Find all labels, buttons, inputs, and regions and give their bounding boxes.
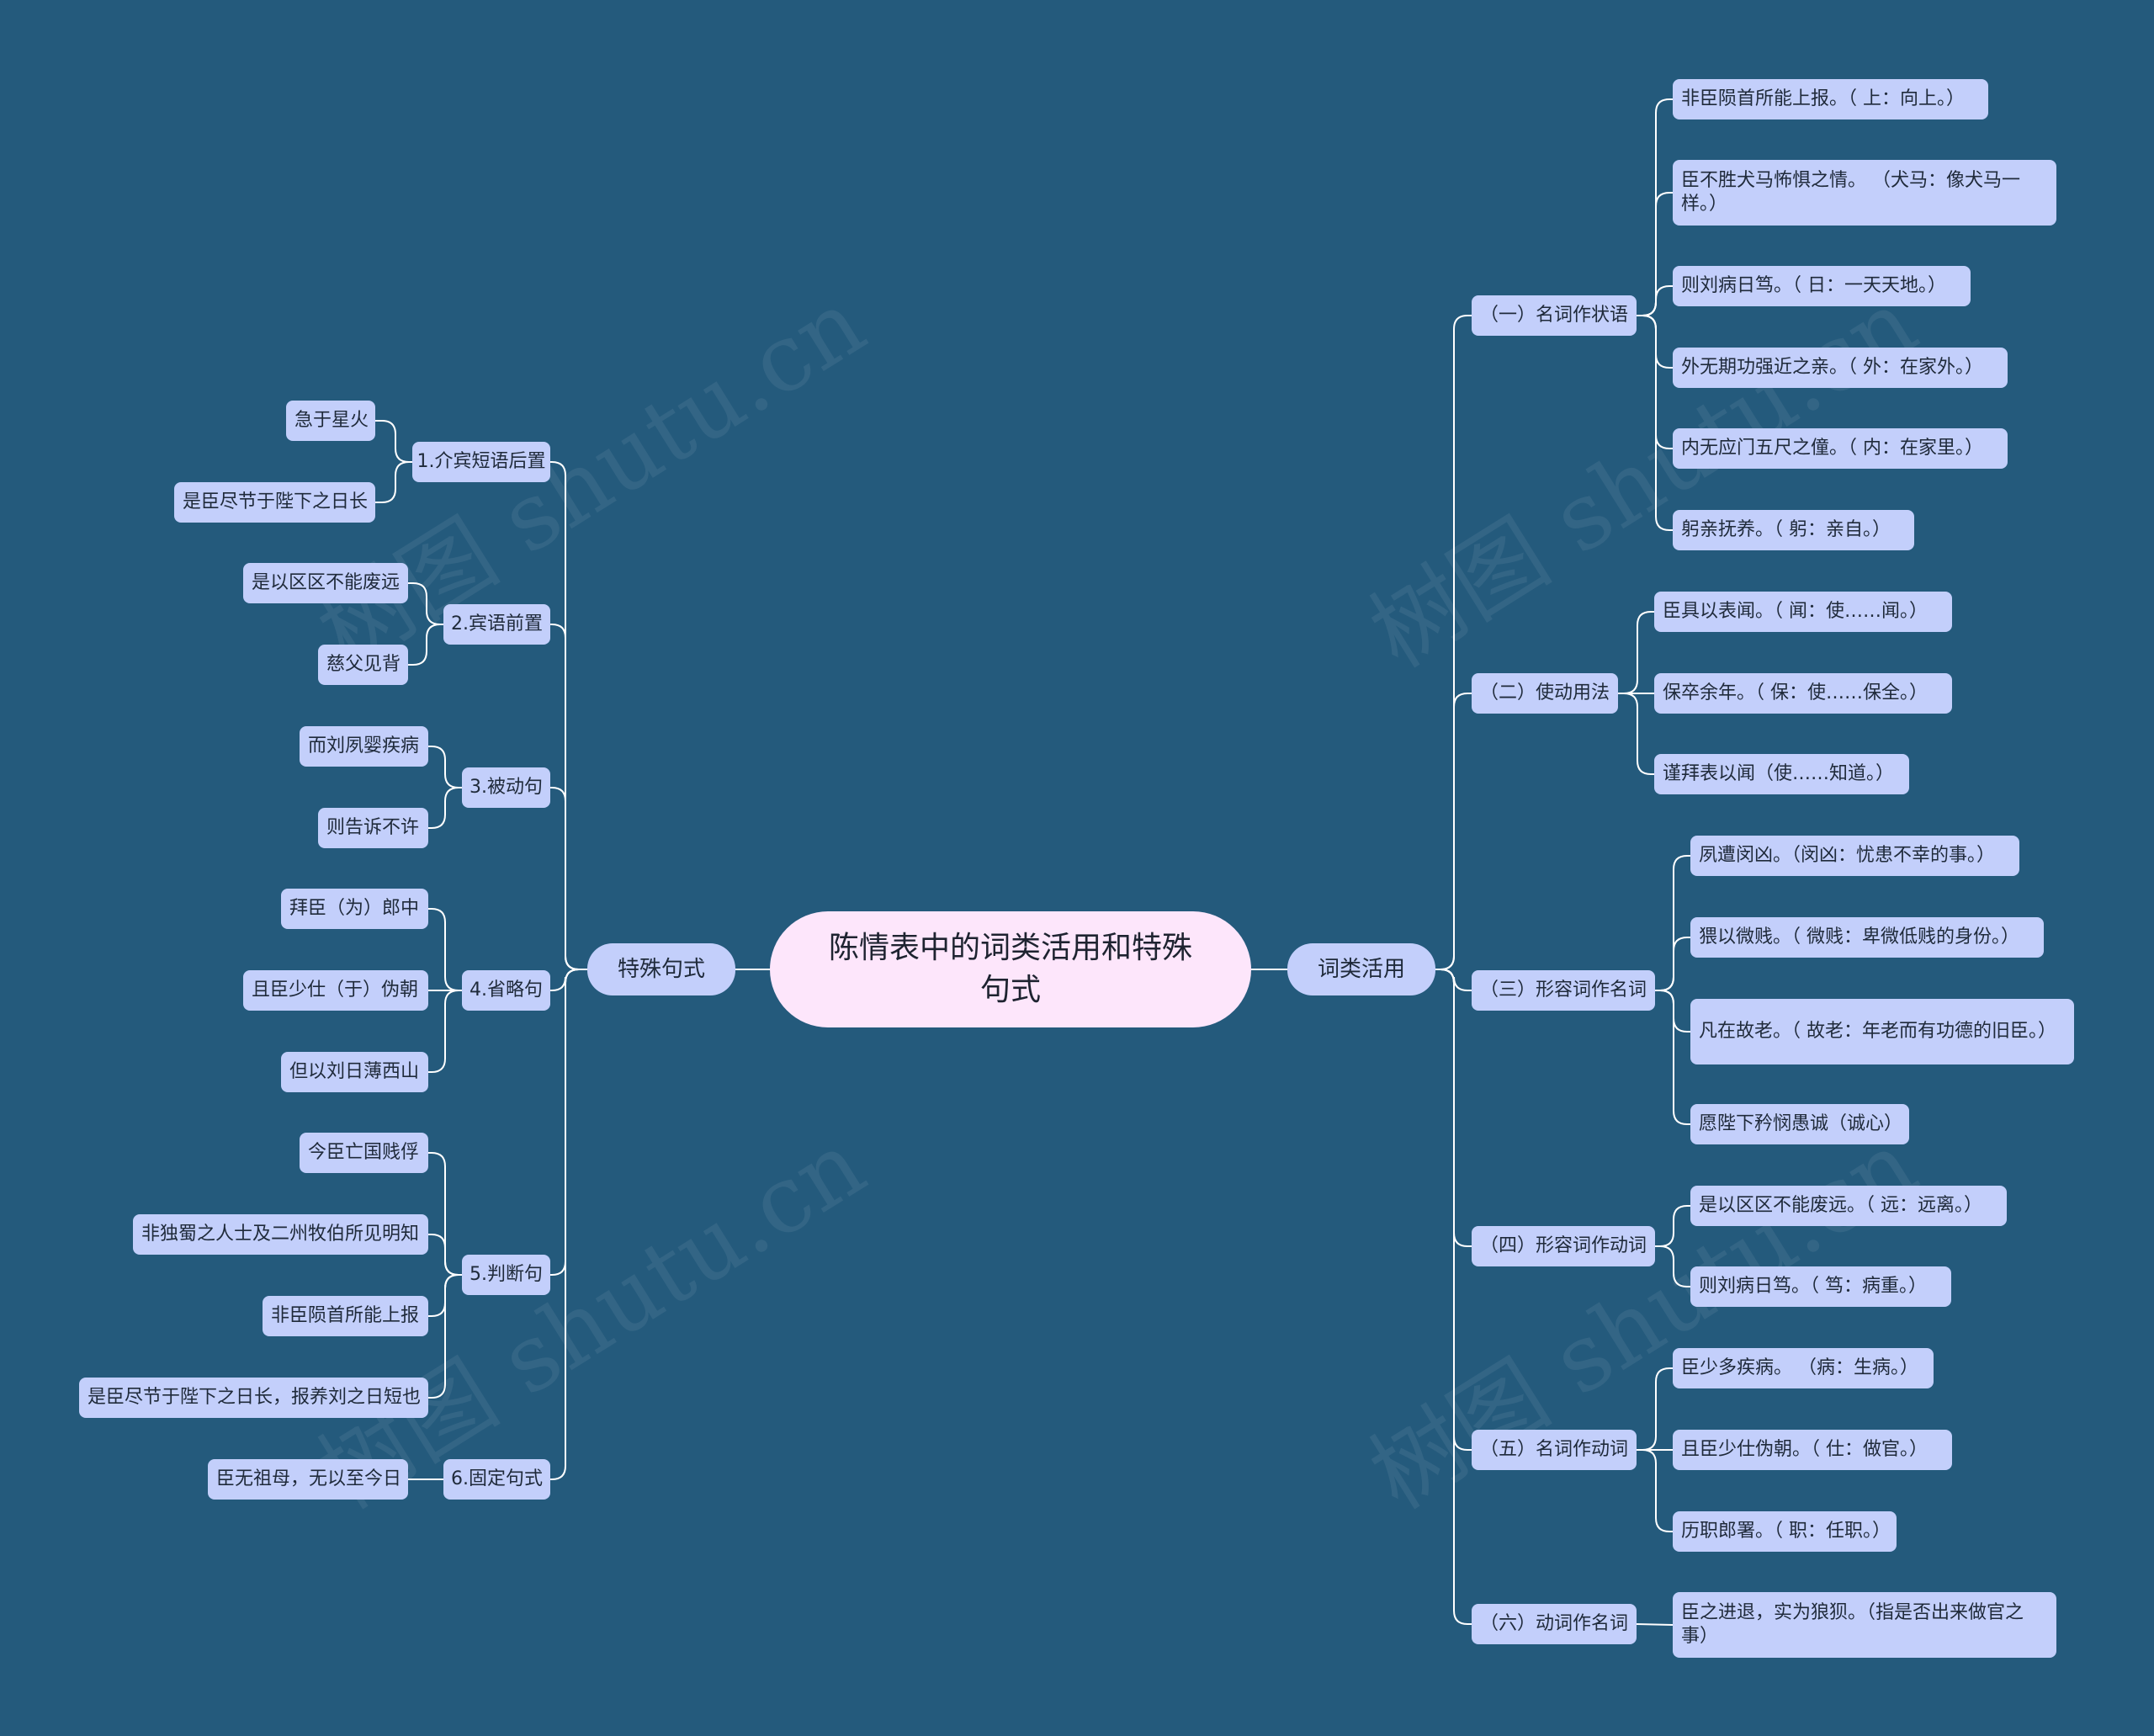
connector	[1618, 693, 1654, 775]
connector	[1655, 937, 1690, 991]
root-topic[interactable]: 陈情表中的词类活用和特殊句式	[770, 911, 1251, 1027]
connector	[1435, 693, 1472, 970]
right-leaf[interactable]: 谨拜表以闻（使……知道。）	[1654, 754, 1909, 794]
connector	[1637, 1367, 1673, 1451]
connector	[1655, 1205, 1690, 1247]
left-group-5[interactable]: 5.判断句	[462, 1255, 550, 1295]
left-leaf[interactable]: 今臣亡国贱俘	[300, 1133, 428, 1173]
connector	[1655, 990, 1690, 1125]
right-group-1[interactable]: （一）名词作状语	[1472, 295, 1637, 336]
left-leaf[interactable]: 臣无祖母，无以至今日	[208, 1459, 408, 1500]
right-leaf[interactable]: 臣少多疾病。 （病：生病。）	[1673, 1348, 1934, 1388]
connector	[428, 1274, 462, 1399]
connector	[1637, 192, 1673, 316]
left-leaf[interactable]: 是臣尽节于陛下之日长，报养刘之日短也	[79, 1378, 428, 1418]
right-group-2[interactable]: （二）使动用法	[1472, 673, 1618, 714]
connector	[428, 746, 462, 788]
left-leaf[interactable]: 非独蜀之人士及二州牧伯所见明知	[133, 1214, 428, 1255]
left-group-4[interactable]: 4.省略句	[462, 970, 550, 1011]
connector	[550, 624, 587, 970]
left-group-3[interactable]: 3.被动句	[462, 767, 550, 808]
connector	[408, 582, 443, 625]
right-leaf[interactable]: 凡在故老。（ 故老：年老而有功德的旧臣。）	[1690, 999, 2074, 1064]
connector	[428, 908, 462, 991]
connector	[375, 461, 412, 503]
branch-special-sentences[interactable]: 特殊句式	[587, 943, 735, 995]
left-group-1[interactable]: 1.介宾短语后置	[412, 442, 550, 482]
connector	[428, 1234, 462, 1276]
right-group-3[interactable]: （三）形容词作名词	[1472, 970, 1655, 1011]
connector	[1637, 315, 1673, 449]
connector	[1637, 98, 1673, 316]
right-leaf[interactable]: 臣之进退，实为狼狈。（指是否出来做官之事）	[1673, 1592, 2056, 1658]
right-leaf[interactable]: 臣不胜犬马怖惧之情。 （犬马：像犬马一样。）	[1673, 160, 2056, 226]
connector	[1637, 1449, 1673, 1532]
right-leaf[interactable]: 历职郎署。（ 职：任职。）	[1673, 1511, 1897, 1552]
connector	[1655, 1245, 1690, 1287]
right-leaf[interactable]: 则刘病日笃。（ 日：一天天地。）	[1673, 266, 1971, 306]
right-leaf[interactable]: 躬亲抚养。（ 躬：亲自。）	[1673, 510, 1914, 550]
right-leaf[interactable]: 夙遭闵凶。（闵凶：忧患不幸的事。）	[1690, 836, 2019, 876]
right-leaf[interactable]: 是以区区不能废远。（ 远：远离。）	[1690, 1186, 2007, 1226]
left-leaf[interactable]: 是臣尽节于陛下之日长	[174, 482, 375, 523]
right-leaf[interactable]: 臣具以表闻。（ 闻：使……闻。）	[1654, 592, 1952, 632]
right-leaf[interactable]: 非臣陨首所能上报。（ 上：向上。）	[1673, 79, 1988, 119]
connector	[408, 624, 443, 666]
connector	[550, 969, 587, 1276]
left-leaf[interactable]: 是以区区不能废远	[243, 563, 408, 603]
right-group-4[interactable]: （四）形容词作动词	[1472, 1226, 1655, 1266]
connector	[1637, 285, 1673, 316]
connector	[550, 461, 587, 970]
right-leaf[interactable]: 保卒余年。（ 保：使……保全。）	[1654, 673, 1952, 714]
left-leaf[interactable]: 非臣陨首所能上报	[263, 1296, 428, 1336]
connector	[428, 990, 462, 1073]
left-leaf[interactable]: 急于星火	[286, 401, 375, 441]
left-leaf[interactable]: 拜臣（为）郎中	[281, 889, 428, 929]
left-leaf[interactable]: 且臣少仕（于）伪朝	[243, 970, 428, 1011]
left-leaf[interactable]: 则告诉不许	[318, 808, 428, 848]
right-group-6[interactable]: （六）动词作名词	[1472, 1604, 1637, 1644]
left-leaf[interactable]: 慈父见背	[318, 645, 408, 685]
right-leaf[interactable]: 猥以微贱。（ 微贱：卑微低贱的身份。）	[1690, 917, 2044, 958]
right-leaf[interactable]: 外无期功强近之亲。（ 外：在家外。）	[1673, 348, 2008, 388]
right-leaf[interactable]: 则刘病日笃。（ 笃：病重。）	[1690, 1266, 1951, 1307]
branch-word-class-usage[interactable]: 词类活用	[1287, 943, 1435, 995]
connector	[428, 787, 462, 829]
connector	[550, 787, 587, 970]
left-leaf[interactable]: 但以刘日薄西山	[281, 1052, 428, 1092]
connector	[375, 420, 412, 463]
left-group-2[interactable]: 2.宾语前置	[443, 604, 550, 645]
left-leaf[interactable]: 而刘夙婴疾病	[300, 726, 428, 767]
connector	[1618, 611, 1654, 694]
connector	[1637, 315, 1673, 531]
connector	[1636, 1623, 1674, 1626]
right-leaf[interactable]: 内无应门五尺之僮。（ 内：在家里。）	[1673, 428, 2008, 469]
right-leaf[interactable]: 愿陛下矜悯愚诚（诚心）	[1690, 1104, 1909, 1144]
right-group-5[interactable]: （五）名词作动词	[1472, 1430, 1637, 1470]
left-group-6[interactable]: 6.固定句式	[443, 1459, 550, 1500]
connector	[550, 969, 587, 1480]
right-leaf[interactable]: 且臣少仕伪朝。（ 仕：做官。）	[1673, 1430, 1952, 1470]
connector	[1435, 969, 1472, 1625]
